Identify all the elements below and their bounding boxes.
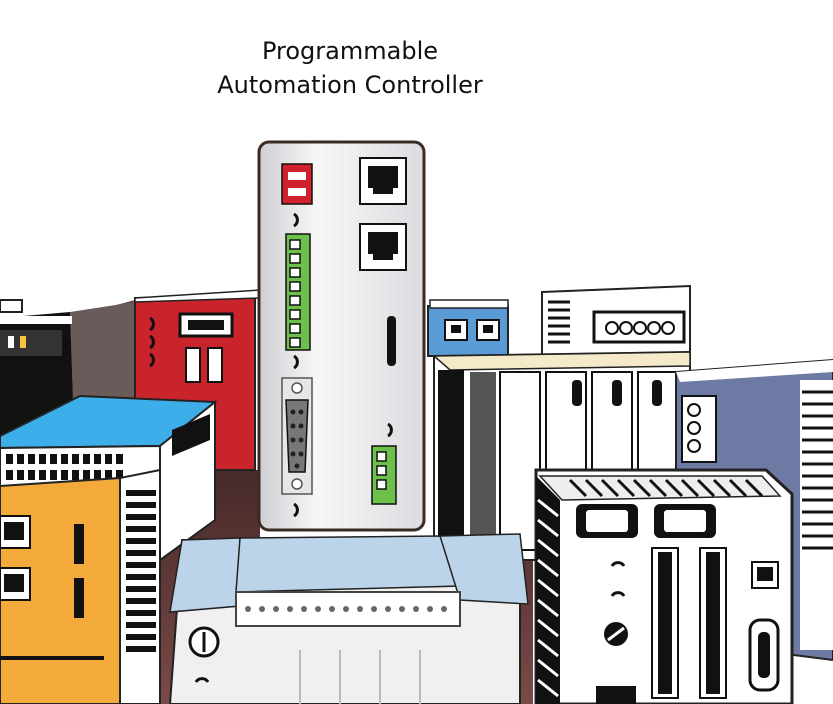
sky-module — [427, 299, 509, 357]
light-blue-module — [168, 533, 529, 704]
title-line-2: Automation Controller — [217, 71, 483, 99]
rj45-port-icon — [359, 223, 407, 271]
dip-switch-icon — [281, 163, 313, 205]
db9-connector-icon — [281, 377, 313, 495]
blue-top-module — [0, 394, 218, 562]
terminal-block-icon — [371, 445, 397, 505]
title-line-1: Programmable — [261, 37, 438, 65]
terminal-block-icon — [285, 233, 311, 351]
orange-module — [0, 468, 161, 704]
coil-module — [541, 284, 691, 361]
diagram-title: Programmable Automation Controller — [0, 34, 700, 102]
usb-port-icon — [207, 347, 223, 383]
usb-port-icon — [185, 347, 201, 383]
sd-card-slot — [387, 316, 396, 366]
io-module-right — [534, 468, 794, 704]
pac-controller — [257, 140, 426, 532]
rj45-port-icon — [359, 157, 407, 205]
